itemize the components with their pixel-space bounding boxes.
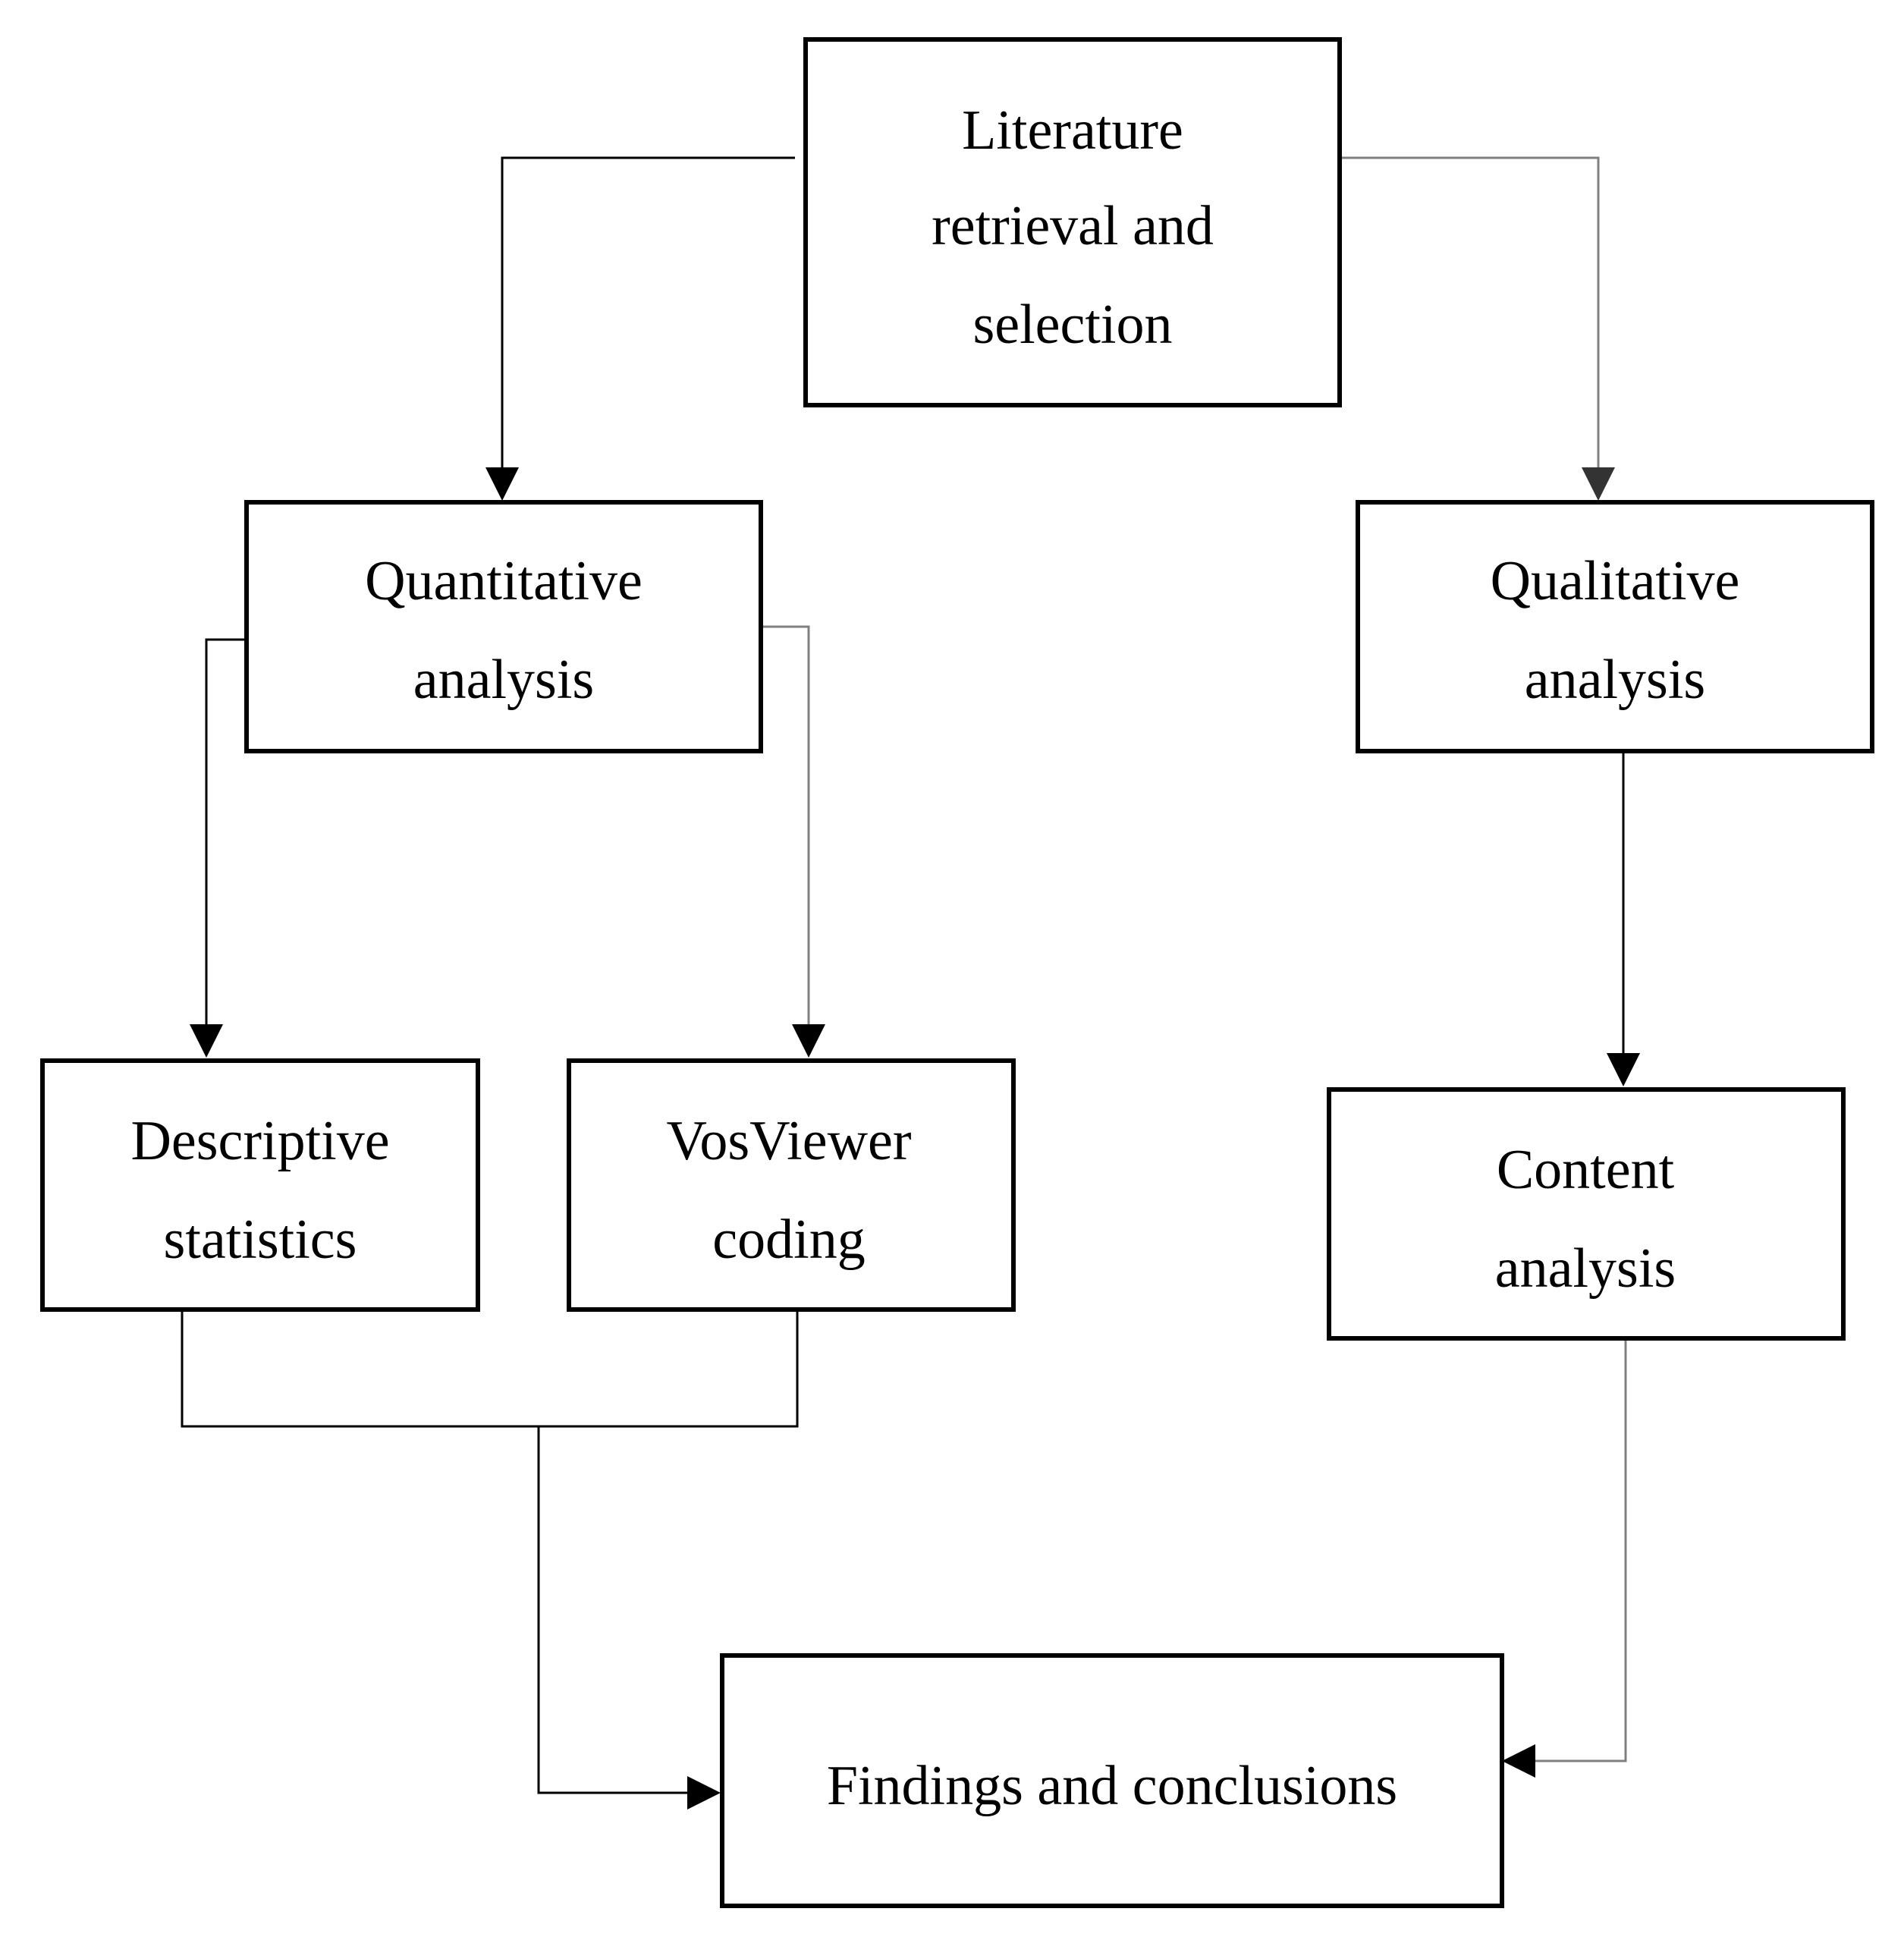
node-vosviewer-box: [567, 1058, 1016, 1312]
node-qualitative-line-2: analysis: [1525, 649, 1705, 711]
arrowhead-findings-left: [687, 1776, 721, 1810]
node-qualitative-box: [1356, 500, 1874, 753]
node-findings-line-1: Findings and conclusions: [827, 1755, 1397, 1817]
node-quantitative: Quantitative analysis: [244, 500, 763, 753]
node-descriptive-box: [40, 1058, 480, 1312]
connector-literature-to-quantitative: [501, 156, 795, 470]
node-literature-box: [803, 37, 1342, 407]
node-qualitative: Qualitative analysis: [1356, 500, 1874, 753]
arrowhead-vosviewer: [792, 1024, 825, 1058]
node-descriptive-line-2: statistics: [164, 1209, 357, 1271]
node-literature-line-1: Literature: [962, 99, 1183, 162]
connector-quantitative-to-vosviewer: [760, 625, 810, 1026]
node-literature: Literature retrieval and selection: [803, 37, 1342, 407]
node-descriptive-line-1: Descriptive: [130, 1110, 389, 1172]
node-vosviewer-line-2: coding: [712, 1209, 865, 1271]
arrowhead-quantitative: [485, 467, 519, 501]
arrowhead-qualitative: [1582, 467, 1615, 501]
node-literature-line-3: selection: [972, 294, 1172, 356]
node-qualitative-line-1: Qualitative: [1491, 550, 1740, 612]
node-quantitative-line-2: analysis: [413, 649, 594, 711]
node-quantitative-box: [244, 500, 763, 753]
node-content: Content analysis: [1327, 1087, 1846, 1341]
node-quantitative-line-1: Quantitative: [365, 550, 643, 612]
node-descriptive: Descriptive statistics: [40, 1058, 480, 1312]
node-vosviewer: VosViewer coding: [567, 1058, 1016, 1312]
arrowhead-content: [1607, 1053, 1640, 1086]
arrowhead-descriptive: [190, 1024, 223, 1058]
node-findings: Findings and conclusions: [720, 1653, 1504, 1908]
connector-bracket-to-findings: [537, 1426, 690, 1794]
connectors: [181, 156, 1640, 1810]
node-content-line-2: analysis: [1495, 1237, 1676, 1300]
node-literature-line-2: retrieval and: [932, 195, 1214, 257]
connector-literature-to-qualitative: [1338, 156, 1600, 470]
connector-content-to-findings: [1532, 1339, 1627, 1762]
node-content-box: [1327, 1087, 1846, 1341]
connector-quantitative-to-descriptive: [205, 638, 245, 1026]
connector-bracket-descriptive-vosviewer: [181, 1309, 799, 1428]
node-vosviewer-line-1: VosViewer: [666, 1110, 911, 1172]
node-findings-box: [720, 1653, 1504, 1908]
node-content-line-1: Content: [1497, 1139, 1675, 1201]
arrowhead-findings-right: [1502, 1744, 1535, 1778]
